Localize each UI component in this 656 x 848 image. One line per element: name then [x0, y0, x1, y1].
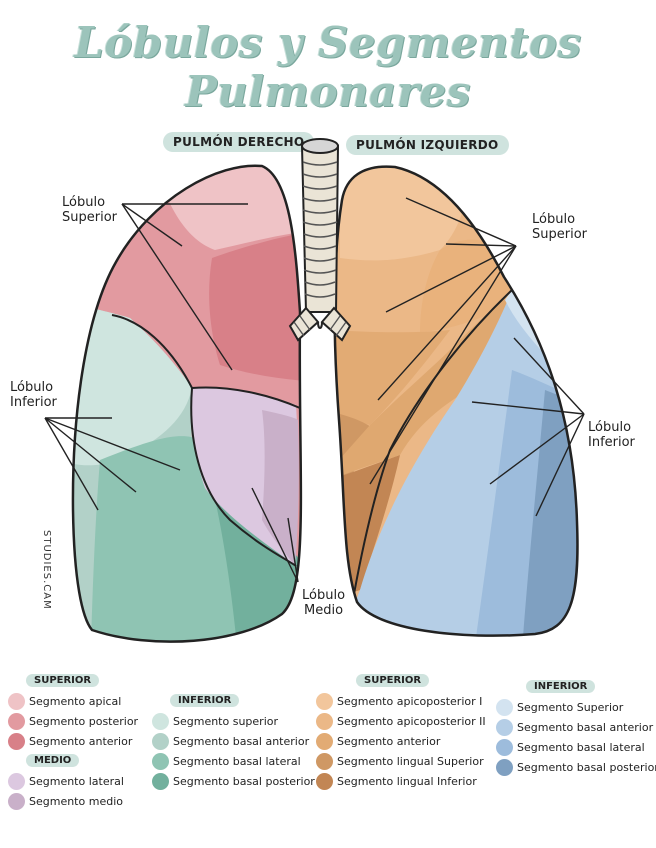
legend-left-inferior: INFERIOR Segmento Superior Segmento basa… [496, 674, 656, 777]
label-right-superior: Lóbulo Superior [62, 195, 117, 225]
legend-item: Segmento lingual Inferior [316, 771, 486, 791]
trachea [288, 138, 352, 342]
left-superior-anterior-b [334, 290, 520, 480]
page-title: Lóbulos y Segmentos Pulmonares [74, 18, 582, 116]
swatch-icon [316, 772, 333, 790]
legend-item: Segmento basal posterior [496, 757, 656, 777]
legend-item: Segmento basal anterior [152, 731, 315, 751]
legend-item: Segmento Superior [496, 697, 656, 717]
legend-item: Segmento anterior [316, 731, 486, 751]
swatch-icon [316, 732, 333, 750]
legend-item: Segmento posterior [8, 711, 138, 731]
swatch-icon [152, 732, 169, 750]
watermark: STUDIES.CAM [41, 530, 52, 610]
swatch-icon [496, 738, 513, 756]
legend-heading: SUPERIOR [26, 674, 100, 687]
legend-right-superior: SUPERIOR Segmento apical Segmento poster… [8, 668, 138, 751]
legend-item: Segmento apicoposterior I [316, 691, 486, 711]
legend-item: Segmento basal lateral [152, 751, 315, 771]
label-medio: Lóbulo Medio [302, 588, 346, 618]
label-right-inferior: Lóbulo Inferior [10, 380, 57, 410]
right-lung-outline [71, 164, 303, 643]
legend-medio: MEDIO Segmento lateral Segmento medio [8, 748, 124, 811]
swatch-icon [152, 712, 169, 730]
legend-item: Segmento medio [8, 791, 124, 811]
right-inferior-superior [72, 300, 192, 466]
swatch-icon [316, 692, 333, 710]
label-left-inferior: Lóbulo Inferior [588, 420, 635, 450]
legend-item: Segmento superior [152, 711, 315, 731]
swatch-icon [8, 712, 25, 730]
right-lung-header: PULMÓN DERECHO [163, 132, 315, 152]
legend-heading: INFERIOR [170, 694, 240, 707]
legend-item: Segmento basal lateral [496, 737, 656, 757]
swatch-icon [8, 772, 25, 790]
legend-item: Segmento lingual Superior [316, 751, 486, 771]
legend-item: Segmento anterior [8, 731, 138, 751]
swatch-icon [496, 758, 513, 776]
legend-item: Segmento apical [8, 691, 138, 711]
swatch-icon [8, 792, 25, 810]
right-inferior-basal-lateral [90, 436, 245, 642]
swatch-icon [152, 752, 169, 770]
left-inferior-basal-posterior [520, 390, 578, 636]
legend-item: Segmento basal anterior [496, 717, 656, 737]
swatch-icon [316, 752, 333, 770]
right-lung [72, 165, 301, 642]
swatch-icon [152, 772, 169, 790]
swatch-icon [8, 732, 25, 750]
right-superior-anterior [209, 230, 301, 382]
legend-item: Segmento basal posterior [152, 771, 315, 791]
legend-heading: SUPERIOR [356, 674, 430, 687]
label-left-superior: Lóbulo Superior [532, 212, 587, 242]
legend-item: Segmento apicoposterior II [316, 711, 486, 731]
legend-item: Segmento lateral [8, 771, 124, 791]
legend-right-inferior: INFERIOR Segmento superior Segmento basa… [152, 688, 315, 791]
leader-lines [44, 197, 585, 583]
swatch-icon [8, 692, 25, 710]
left-lung-header: PULMÓN IZQUIERDO [346, 135, 509, 155]
swatch-icon [496, 718, 513, 736]
legend-heading: MEDIO [26, 754, 80, 767]
swatch-icon [496, 698, 513, 716]
legend-heading: INFERIOR [526, 680, 596, 693]
left-lung-outline [333, 165, 579, 637]
swatch-icon [316, 712, 333, 730]
legend-left-superior: SUPERIOR Segmento apicoposterior I Segme… [316, 668, 486, 791]
